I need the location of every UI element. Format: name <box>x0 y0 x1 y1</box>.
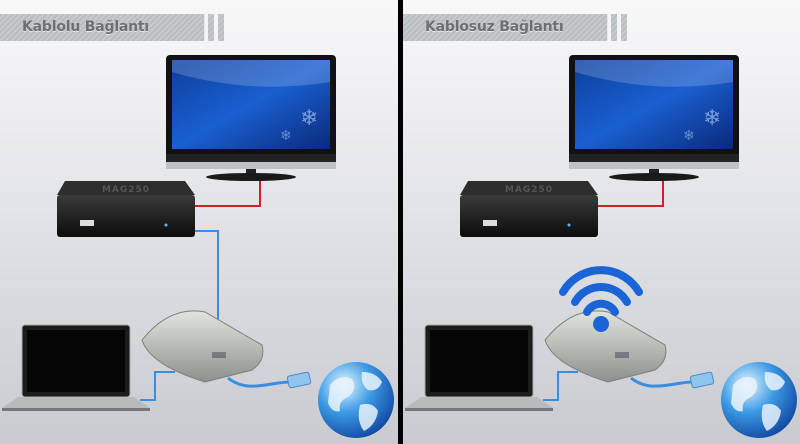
svg-text:❄: ❄ <box>683 128 695 144</box>
wired-scene: ❄ ❄ MAG250 <box>2 55 394 438</box>
laptop <box>405 324 553 411</box>
tv: ❄ ❄ <box>166 55 336 181</box>
snowflake-decoration: ❄ <box>300 106 318 131</box>
rj45-connector <box>689 371 715 389</box>
hdmi-cable <box>595 180 664 207</box>
set-top-box: MAG250 <box>460 181 598 237</box>
set-top-box: MAG250 <box>57 181 195 237</box>
usb-port <box>80 220 94 226</box>
panel-title: Kablosuz Bağlantı <box>425 19 564 35</box>
wireless-scene: ❄ ❄ MAG250 <box>405 55 797 438</box>
power-led <box>567 223 571 227</box>
router <box>141 310 264 383</box>
wireless-connection-panel: Kablosuz Bağlantı ❄ ❄ MAG250 <box>403 0 800 444</box>
device-label: MAG250 <box>505 185 553 195</box>
lan-cable-box-router <box>192 230 219 330</box>
internet-globe-icon <box>721 362 797 438</box>
panel-title-bar <box>403 14 627 41</box>
hdmi-cable <box>192 180 261 207</box>
power-led <box>164 223 168 227</box>
laptop <box>2 324 150 411</box>
svg-text:❄: ❄ <box>280 128 292 144</box>
rj45-connector <box>286 371 312 389</box>
lan-cable-laptop-router <box>140 371 175 401</box>
panel-title-bar <box>0 14 224 41</box>
lan-cable-laptop-router <box>543 371 578 401</box>
tv: ❄ ❄ <box>569 55 739 181</box>
snowflake-decoration: ❄ <box>703 106 721 131</box>
panel-title: Kablolu Bağlantı <box>22 19 150 35</box>
router <box>544 310 667 383</box>
wifi-icon <box>559 266 643 332</box>
wired-connection-panel: Kablolu Bağlantı ❄ ❄ MAG250 <box>0 0 398 444</box>
usb-port <box>483 220 497 226</box>
internet-globe-icon <box>318 362 394 438</box>
device-label: MAG250 <box>102 185 150 195</box>
